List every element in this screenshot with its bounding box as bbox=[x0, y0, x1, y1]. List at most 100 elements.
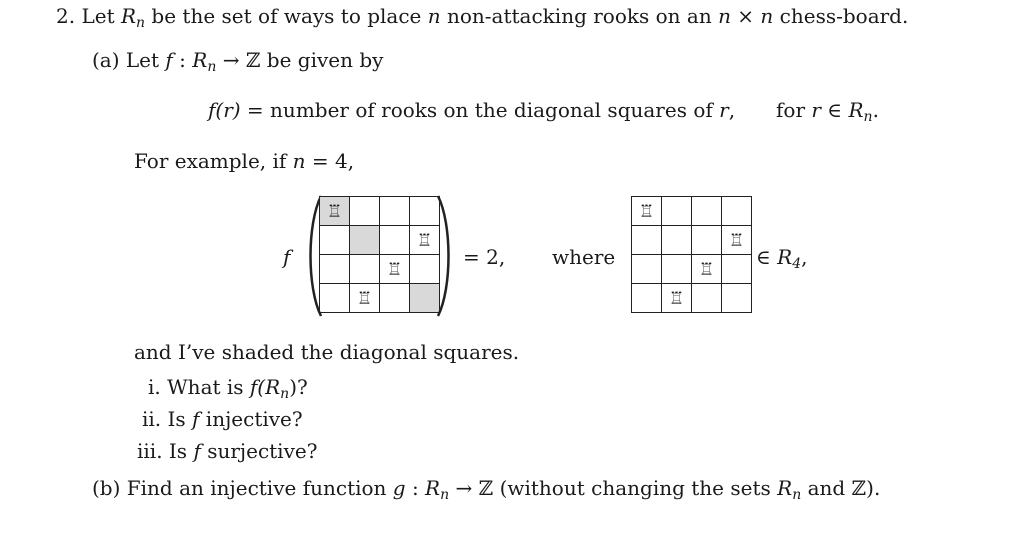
question-text-post: surjective? bbox=[200, 439, 318, 463]
left-board-square: ♖ bbox=[379, 254, 410, 284]
right-board-row: ♖ bbox=[631, 196, 752, 226]
def-f: f bbox=[208, 98, 216, 122]
question-i: i. What is f(Rn)? bbox=[148, 375, 308, 401]
right-board-square: ♖ bbox=[661, 283, 692, 313]
question-text-pre: Is bbox=[168, 439, 194, 463]
right-board-row: ♖ bbox=[631, 283, 752, 313]
for-sub: n bbox=[863, 109, 873, 125]
for-clause: for r ∈ Rn. bbox=[776, 98, 879, 125]
left-board-square: ♖ bbox=[409, 225, 440, 255]
right-board-square bbox=[721, 196, 752, 226]
left-board-row: ♖ bbox=[319, 225, 440, 255]
part-a-colon: : bbox=[172, 48, 193, 72]
rook-icon: ♖ bbox=[356, 288, 373, 309]
right-board-square bbox=[691, 283, 722, 313]
f-label: f bbox=[283, 245, 291, 269]
left-board-square bbox=[319, 283, 350, 313]
right-board-square: ♖ bbox=[691, 254, 722, 284]
rook-icon: ♖ bbox=[326, 201, 343, 222]
right-board-square bbox=[631, 225, 662, 255]
right-board-square bbox=[691, 225, 722, 255]
right-board-square bbox=[631, 254, 662, 284]
def-r: r bbox=[719, 98, 729, 122]
left-board-square bbox=[319, 225, 350, 255]
example-line: For example, if n = 4, bbox=[134, 149, 354, 173]
for-r: r bbox=[811, 98, 821, 122]
equals-value: = 2, bbox=[463, 245, 506, 269]
part-b-end: and ℤ). bbox=[801, 476, 881, 500]
def-eq: = number of rooks on the diagonal square… bbox=[240, 98, 720, 122]
left-board-square: ♖ bbox=[349, 283, 380, 313]
for-R: R bbox=[848, 98, 864, 122]
part-b-text: Find an injective function bbox=[126, 476, 393, 500]
problem-statement: 2. Let Rn be the set of ways to place n … bbox=[56, 4, 909, 31]
question-text-pre: What is bbox=[167, 375, 250, 399]
right-board-square bbox=[721, 283, 752, 313]
question-math: f(R bbox=[249, 375, 281, 399]
question-iii: iii. Is f surjective? bbox=[137, 439, 317, 463]
right-board-square bbox=[661, 196, 692, 226]
part-a-arrow: → ℤ be given by bbox=[216, 48, 384, 72]
rook-icon: ♖ bbox=[698, 259, 715, 280]
part-a-R: R bbox=[192, 48, 208, 72]
left-board-row: ♖ bbox=[319, 283, 440, 313]
for-text: for bbox=[776, 98, 812, 122]
example-text: For example, if bbox=[134, 149, 293, 173]
right-board-row: ♖ bbox=[631, 225, 752, 255]
right-board-square bbox=[721, 254, 752, 284]
rook-icon: ♖ bbox=[638, 201, 655, 222]
rook-icon: ♖ bbox=[416, 230, 433, 251]
right-board-row: ♖ bbox=[631, 254, 752, 284]
definition-line: f(r) = number of rooks on the diagonal s… bbox=[208, 98, 735, 122]
example-n: n bbox=[292, 149, 306, 173]
question-text-post: injective? bbox=[199, 407, 303, 431]
left-board-square: ♖ bbox=[319, 196, 350, 226]
for-end: . bbox=[872, 98, 879, 122]
part-b-R2: R bbox=[777, 476, 793, 500]
right-board-square bbox=[691, 196, 722, 226]
example-eq: = 4, bbox=[305, 149, 355, 173]
intro-sub: n bbox=[136, 15, 146, 31]
left-board-square bbox=[409, 283, 440, 313]
in-R4: ∈ R4, bbox=[756, 245, 808, 272]
question-text-post: )? bbox=[289, 375, 308, 399]
part-b-colon: : bbox=[405, 476, 426, 500]
part-a-label: (a) bbox=[92, 48, 120, 72]
in-sub: 4 bbox=[792, 256, 802, 272]
right-paren bbox=[436, 195, 450, 317]
question-num: i. bbox=[148, 375, 161, 399]
right-board-square bbox=[631, 283, 662, 313]
def-arg: (r) bbox=[215, 98, 241, 122]
rook-icon: ♖ bbox=[668, 288, 685, 309]
intro-R: R bbox=[120, 4, 137, 28]
part-b-label: (b) bbox=[92, 476, 121, 500]
rook-icon: ♖ bbox=[728, 230, 745, 251]
part-b-sub2: n bbox=[792, 487, 802, 503]
right-board-square: ♖ bbox=[721, 225, 752, 255]
intro-text-2: be the set of ways to place bbox=[145, 4, 428, 28]
left-board-square bbox=[379, 196, 410, 226]
left-board-square bbox=[379, 283, 410, 313]
right-board-square: ♖ bbox=[631, 196, 662, 226]
intro-text-1: Let bbox=[81, 4, 121, 28]
right-board: ♖ ♖ ♖ ♖ bbox=[631, 196, 752, 313]
intro-n: n bbox=[427, 4, 441, 28]
part-a-sub: n bbox=[207, 59, 217, 75]
question-num: ii. bbox=[142, 407, 162, 431]
left-board-row: ♖ bbox=[319, 254, 440, 284]
left-board-square bbox=[349, 196, 380, 226]
left-board: ♖ ♖ ♖ ♖ bbox=[319, 196, 440, 313]
right-board-square bbox=[661, 254, 692, 284]
part-b: (b) Find an injective function g : Rn → … bbox=[92, 476, 881, 503]
left-board-square bbox=[379, 225, 410, 255]
part-b-R: R bbox=[425, 476, 441, 500]
left-board-square bbox=[349, 225, 380, 255]
part-a-f: f bbox=[165, 48, 173, 72]
for-in: ∈ bbox=[820, 98, 849, 122]
right-board-square bbox=[661, 225, 692, 255]
in-symbol: ∈ bbox=[756, 245, 778, 269]
def-comma: , bbox=[728, 98, 736, 122]
part-b-g: g bbox=[392, 476, 406, 500]
intro-text-4: chess-board. bbox=[773, 4, 909, 28]
intro-nxn: n × n bbox=[718, 4, 774, 28]
